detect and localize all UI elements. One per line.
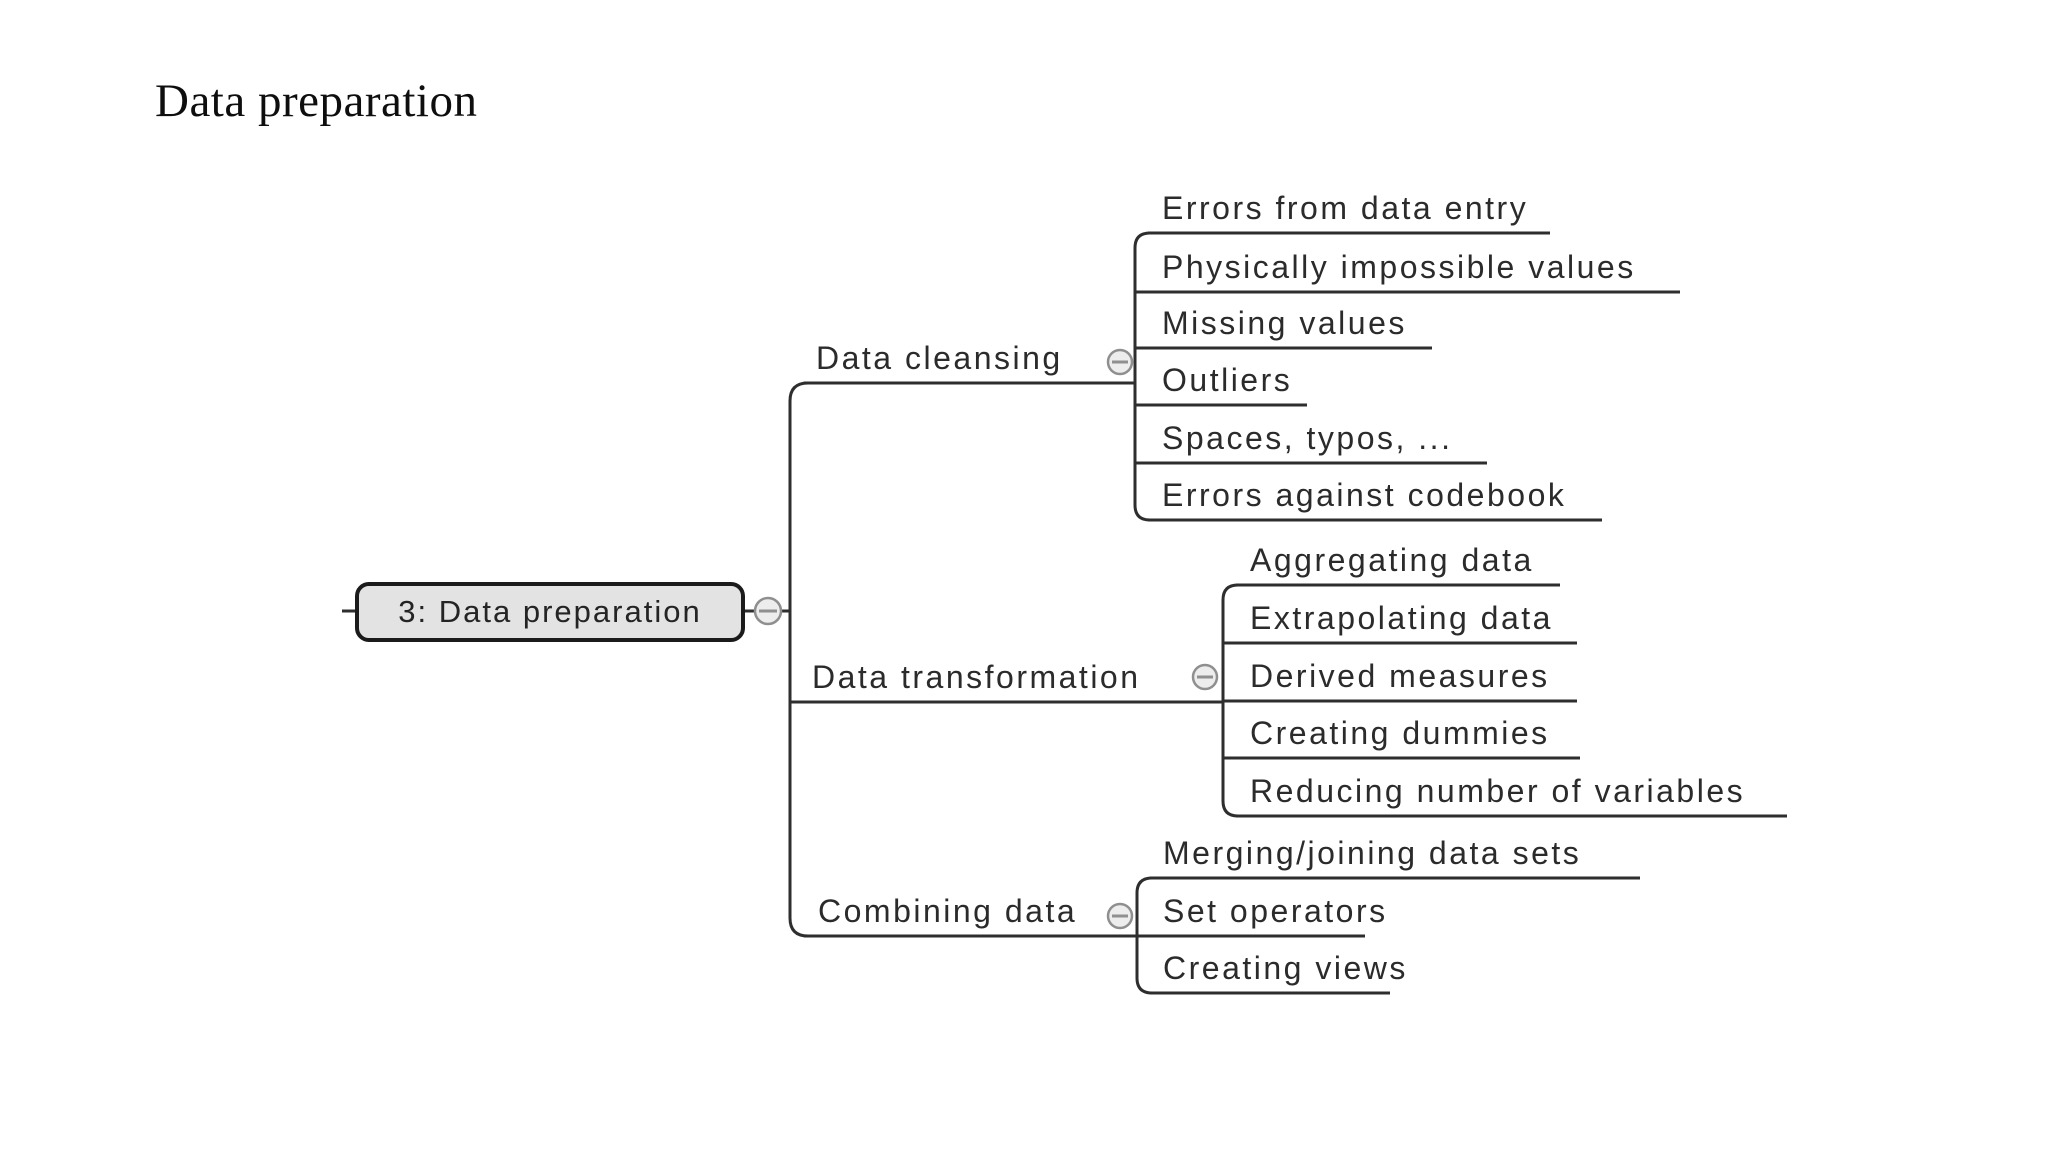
leaf-label-outliers: Outliers (1162, 362, 1293, 398)
root-node-label: 3: Data preparation (398, 594, 702, 629)
leaf-label-spaces-typos: Spaces, typos, ... (1162, 420, 1453, 456)
branch-label-data-transformation: Data transformation (812, 659, 1141, 695)
trunk-line (788, 381, 809, 938)
leaf-label-extrapolating-data: Extrapolating data (1250, 600, 1553, 636)
combining-data-collapse-icon[interactable] (1106, 902, 1134, 930)
leaf-label-set-operators: Set operators (1163, 893, 1388, 929)
branch-label-data-cleansing: Data cleansing (816, 340, 1063, 376)
leaf-label-physically-impossible-values: Physically impossible values (1162, 249, 1636, 285)
branch-label-combining-data: Combining data (818, 893, 1078, 929)
leaf-label-reducing-number-of-variables: Reducing number of variables (1250, 773, 1746, 809)
leaf-label-derived-measures: Derived measures (1250, 658, 1550, 694)
leaf-label-errors-from-data-entry: Errors from data entry (1162, 190, 1529, 226)
leaf-label-aggregating-data: Aggregating data (1250, 542, 1534, 578)
leaf-label-errors-against-codebook: Errors against codebook (1162, 477, 1567, 513)
data-cleansing-collapse-icon[interactable] (1106, 348, 1134, 376)
leaf-label-missing-values: Missing values (1162, 305, 1407, 341)
leaf-label-creating-dummies: Creating dummies (1250, 715, 1550, 751)
leaf-label-creating-views: Creating views (1163, 950, 1408, 986)
root-node: 3: Data preparation (355, 582, 745, 642)
page-title: Data preparation (155, 75, 478, 127)
data-transformation-collapse-icon[interactable] (1191, 663, 1219, 691)
bracket-data-cleansing (1133, 231, 1151, 522)
root-collapse-icon[interactable] (753, 596, 783, 626)
leaf-label-merging-joining-data-sets: Merging/joining data sets (1163, 835, 1582, 871)
